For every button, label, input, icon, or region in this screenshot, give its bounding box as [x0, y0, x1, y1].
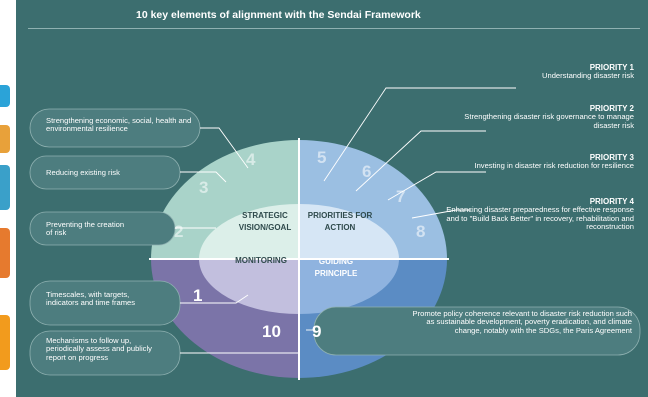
- title-divider: [28, 28, 640, 29]
- priority-3-heading: PRIORITY 3: [589, 153, 634, 162]
- monitoring-label: MONITORING: [235, 256, 287, 265]
- priority-2-label: PRIORITY 2 Strengthening disaster risk g…: [456, 104, 634, 130]
- guiding-principle-label: GUIDING PRINCIPLE: [314, 257, 358, 278]
- strategic-item-2-text: Preventing the creation of risk: [46, 220, 125, 238]
- priority-2-heading: PRIORITY 2: [589, 104, 634, 113]
- strategic-item-4-text: Strengthening economic, social, health a…: [46, 116, 192, 134]
- element-number-9: 9: [312, 322, 322, 341]
- guiding-principle-text: Promote policy coherence relevant to dis…: [412, 309, 632, 335]
- priority-4-heading: PRIORITY 4: [589, 197, 634, 206]
- edge-chip: [0, 228, 10, 278]
- monitoring-item-10-text: Mechanisms to follow up, periodically as…: [46, 336, 152, 362]
- element-number-5: 5: [317, 148, 327, 167]
- element-number-10: 10: [262, 322, 281, 341]
- element-number-4: 4: [246, 150, 256, 169]
- priority-3-text: Investing in disaster risk reduction for…: [474, 161, 634, 171]
- monitoring-inner: [199, 259, 299, 314]
- element-number-6: 6: [362, 162, 372, 181]
- edge-chip: [0, 85, 10, 107]
- diagram-title: 10 key elements of alignment with the Se…: [136, 9, 421, 21]
- priority-4-label: PRIORITY 4 Enhancing disaster preparedne…: [434, 197, 634, 232]
- element-number-3: 3: [199, 178, 209, 197]
- callout-box-2: [29, 211, 176, 246]
- edge-chip: [0, 125, 10, 153]
- left-edge-strip: [0, 0, 16, 397]
- strategic-item-3-text: Reducing existing risk: [46, 168, 120, 177]
- guiding-inner: [299, 259, 399, 314]
- element-number-7: 7: [396, 187, 406, 206]
- monitoring-item-1-text: Timescales, with targets, indicators and…: [46, 290, 136, 308]
- edge-chip: [0, 315, 10, 370]
- element-number-8: 8: [416, 222, 426, 241]
- priority-1-label: PRIORITY 1 Understanding disaster risk: [446, 63, 634, 81]
- priorities-for-action-label: PRIORITIES FOR ACTION: [307, 211, 373, 232]
- element-number-1: 1: [193, 286, 203, 305]
- callout-box-9: [313, 306, 641, 356]
- priority-3-label: PRIORITY 3 Investing in disaster risk re…: [456, 153, 634, 171]
- callout-box-3: [29, 155, 181, 190]
- priority-2-text: Strengthening disaster risk governance t…: [464, 112, 634, 130]
- element-number-2: 2: [174, 222, 184, 241]
- priority-4-text: Enhancing disaster preparedness for effe…: [446, 205, 634, 232]
- strategic-vision-label: STRATEGIC VISION/GOAL: [238, 211, 292, 232]
- priority-1-text: Understanding disaster risk: [541, 71, 634, 81]
- edge-chip: [0, 165, 10, 210]
- priority-1-heading: PRIORITY 1: [589, 63, 634, 72]
- priorities-inner: [299, 204, 399, 259]
- diagram-graphics: [29, 87, 641, 380]
- diagram-panel: 10 key elements of alignment with the Se…: [16, 0, 648, 397]
- strategic-inner: [199, 204, 299, 259]
